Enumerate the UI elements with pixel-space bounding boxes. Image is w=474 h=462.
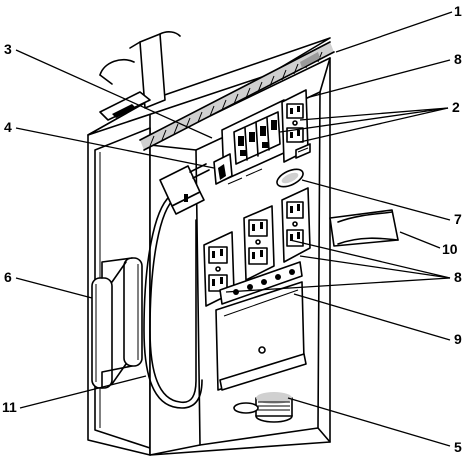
piano-hinge <box>139 41 335 151</box>
terminal-strip <box>219 261 303 305</box>
callout-1: 1 <box>454 3 462 19</box>
callout-8-lower: 8 <box>454 269 462 285</box>
callout-2: 2 <box>452 99 460 115</box>
power-cord <box>143 195 203 409</box>
door-handle <box>91 257 143 389</box>
side-cable <box>329 209 399 247</box>
callout-8-upper: 8 <box>454 51 462 67</box>
circuit-breaker-panel <box>221 99 287 185</box>
callout-4: 4 <box>4 119 12 135</box>
callout-10: 10 <box>442 241 458 257</box>
power-plug <box>159 163 210 215</box>
callout-6: 6 <box>4 269 12 285</box>
lower-cover-plate <box>215 281 307 391</box>
receptacle-right <box>281 187 311 263</box>
callout-11: 11 <box>2 399 17 415</box>
callout-9: 9 <box>454 331 462 347</box>
callout-5: 5 <box>454 439 462 455</box>
callout-3: 3 <box>4 41 12 57</box>
bottom-mount <box>233 392 293 423</box>
leader-lines <box>15 11 453 447</box>
top-cable-stub <box>99 31 181 109</box>
inner-shelf <box>99 91 151 121</box>
ground-switch <box>213 153 233 185</box>
panel-label <box>295 143 311 159</box>
receptacle-upper-right <box>281 89 309 163</box>
receptacle-center <box>243 205 275 281</box>
callout-labels: 1 2 3 4 5 6 7 8 8 9 10 11 <box>2 3 462 455</box>
callout-7: 7 <box>454 211 462 227</box>
indicator-light <box>276 168 304 188</box>
